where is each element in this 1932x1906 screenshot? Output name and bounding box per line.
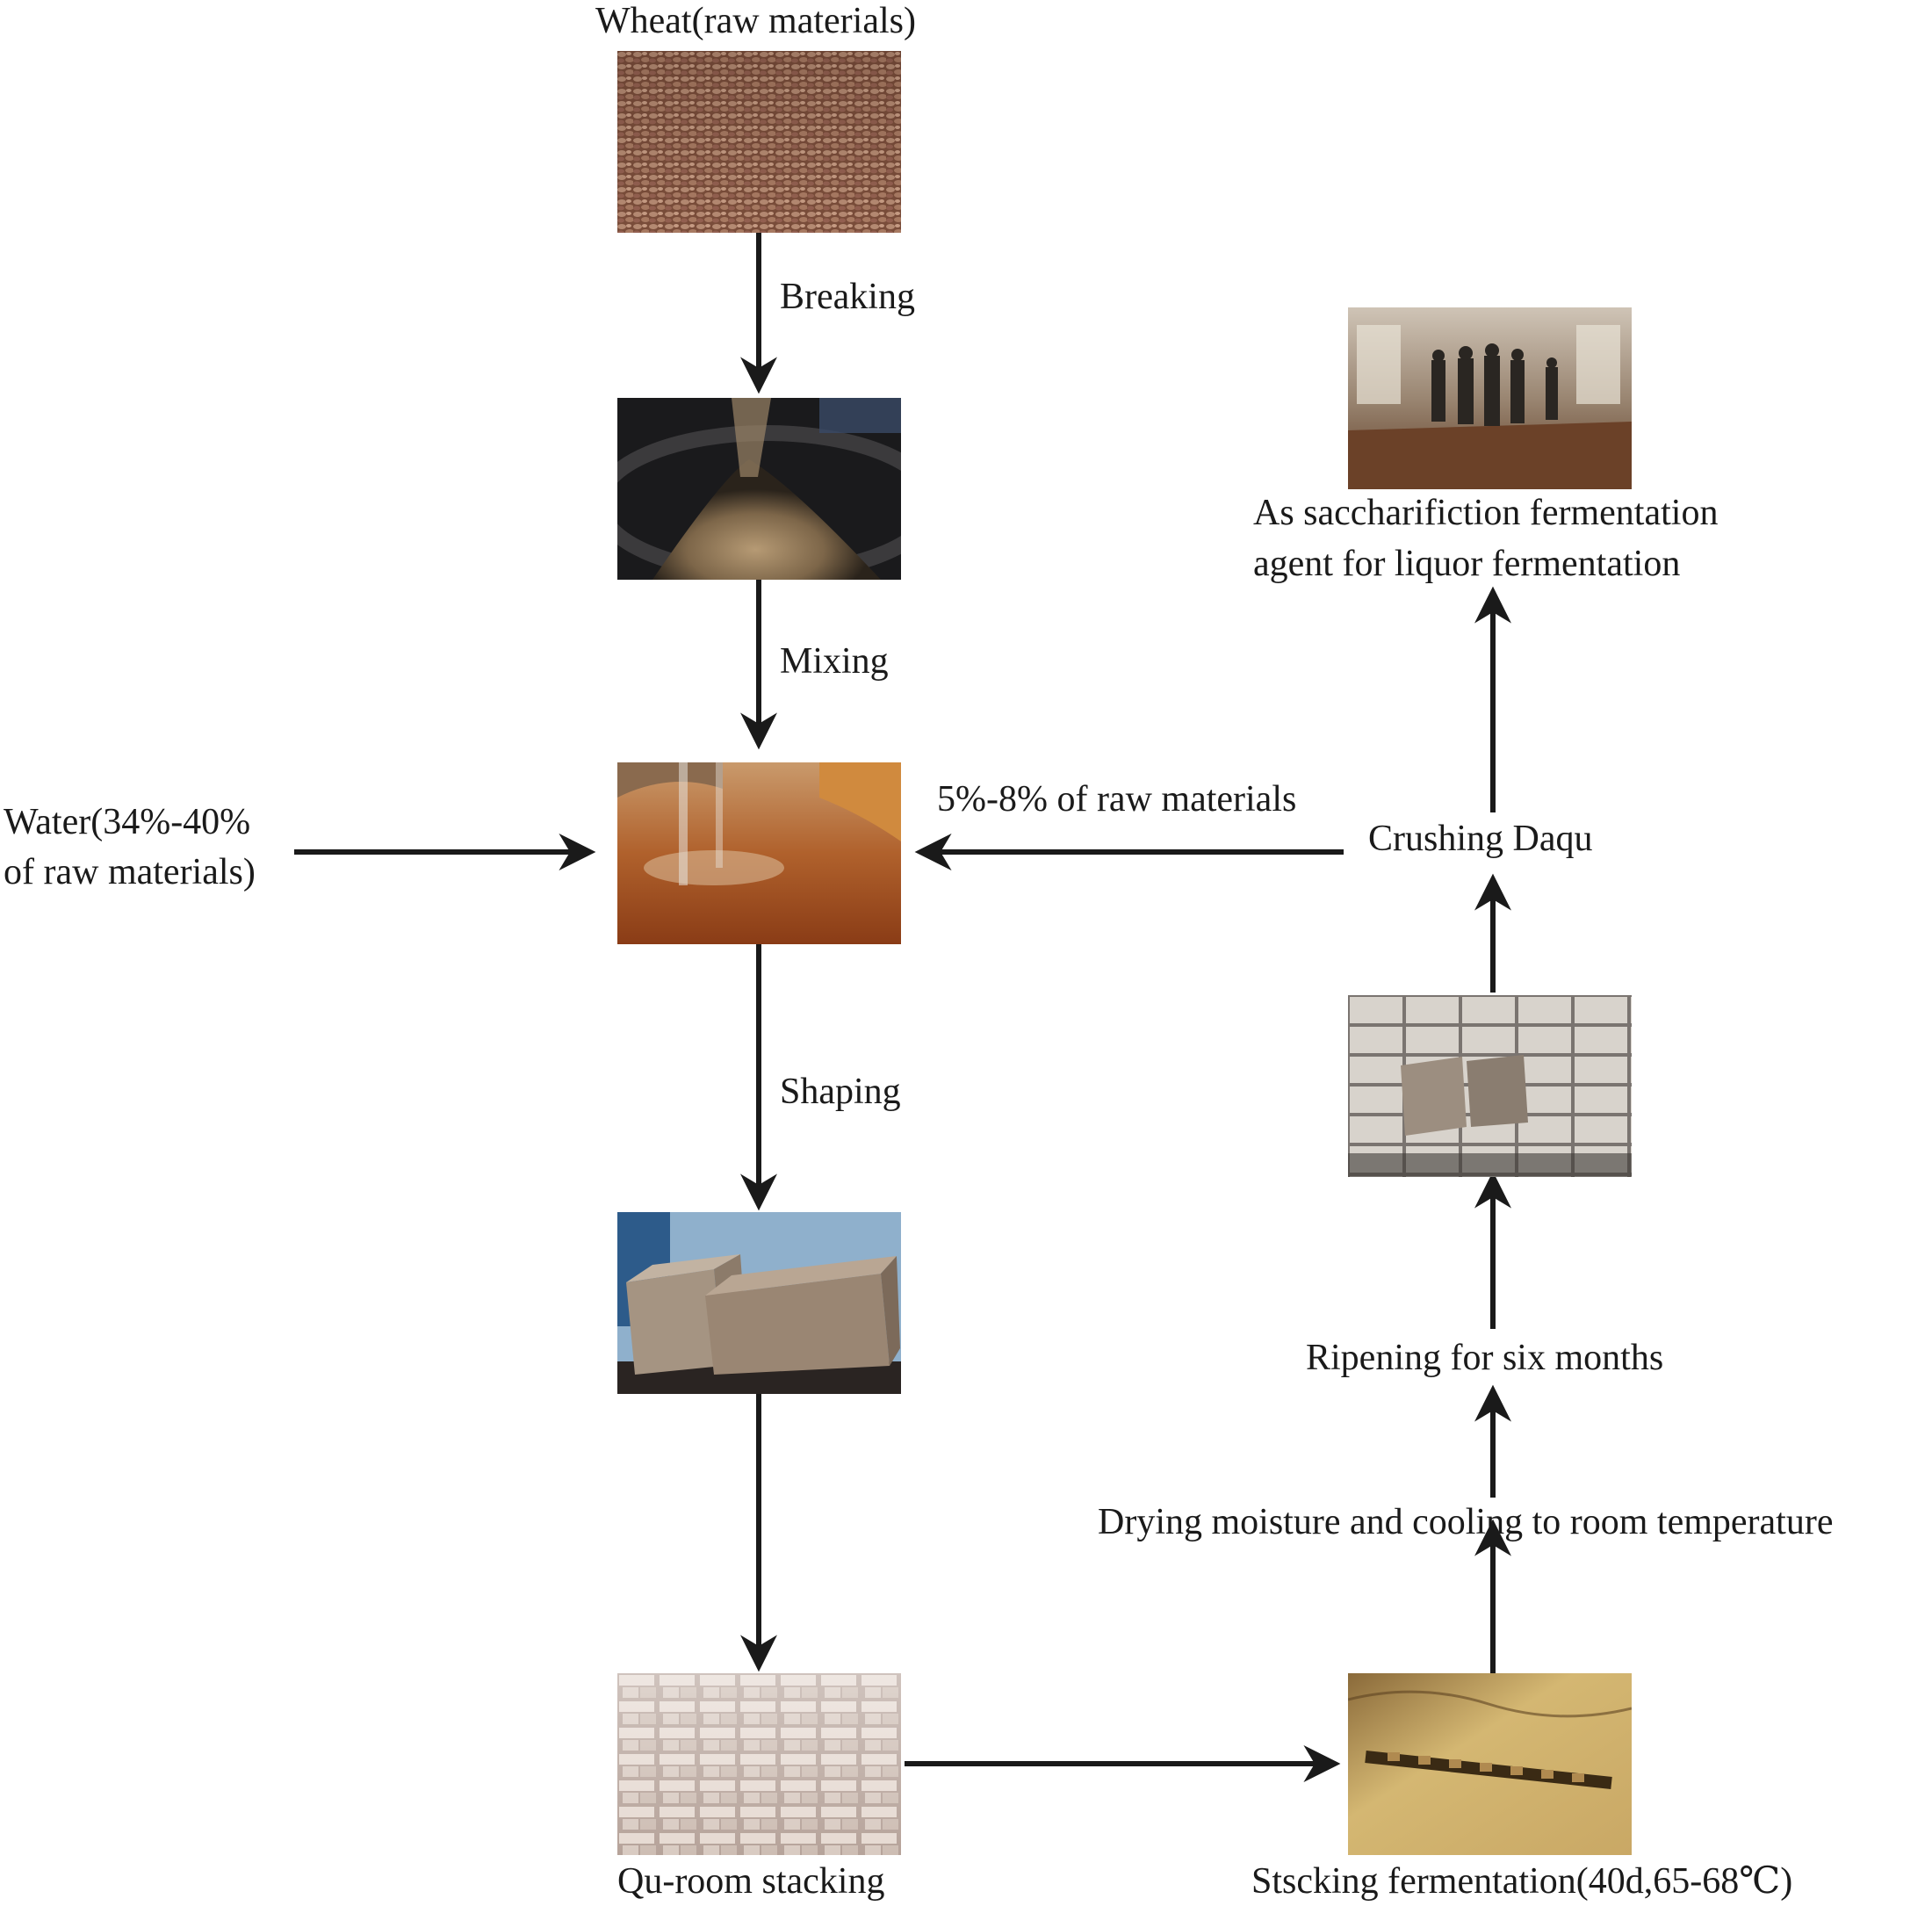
ripened-daqu-blocks-image [1348, 995, 1632, 1177]
label-breaking: Breaking [780, 277, 915, 317]
label-mixing: Mixing [780, 641, 889, 682]
label-ripening: Ripening for six months [1306, 1338, 1664, 1378]
shaped-qu-bricks-image [617, 1212, 901, 1394]
label-shaping: Shaping [780, 1072, 901, 1112]
qu-room-stacked-bricks-image [617, 1673, 901, 1855]
label-agent-line1: As saccharifiction fermentation [1253, 493, 1719, 533]
label-water-line2: of raw materials) [4, 852, 256, 892]
label-qu-room-stacking: Qu-room stacking [617, 1861, 885, 1902]
workers-in-fermentation-hall-image [1348, 307, 1632, 489]
label-water-line1: Water(34%-40% [4, 802, 251, 842]
wheat-grains-image [617, 51, 901, 233]
label-stacking-fermentation: Stscking fermentation(40d,65-68℃) [1251, 1861, 1793, 1902]
ground-wheat-flour-image [617, 398, 901, 580]
mixing-with-water-image [617, 762, 901, 944]
label-crushing-daqu: Crushing Daqu [1368, 819, 1593, 859]
label-drying-cooling: Drying moisture and cooling to room temp… [1098, 1502, 1834, 1542]
fermentation-chamber-image [1348, 1673, 1632, 1855]
label-agent-line2: agent for liquor fermentation [1253, 544, 1681, 584]
label-wheat-raw-materials: Wheat(raw materials) [595, 1, 916, 41]
label-raw-material-ratio: 5%-8% of raw materials [937, 779, 1297, 819]
